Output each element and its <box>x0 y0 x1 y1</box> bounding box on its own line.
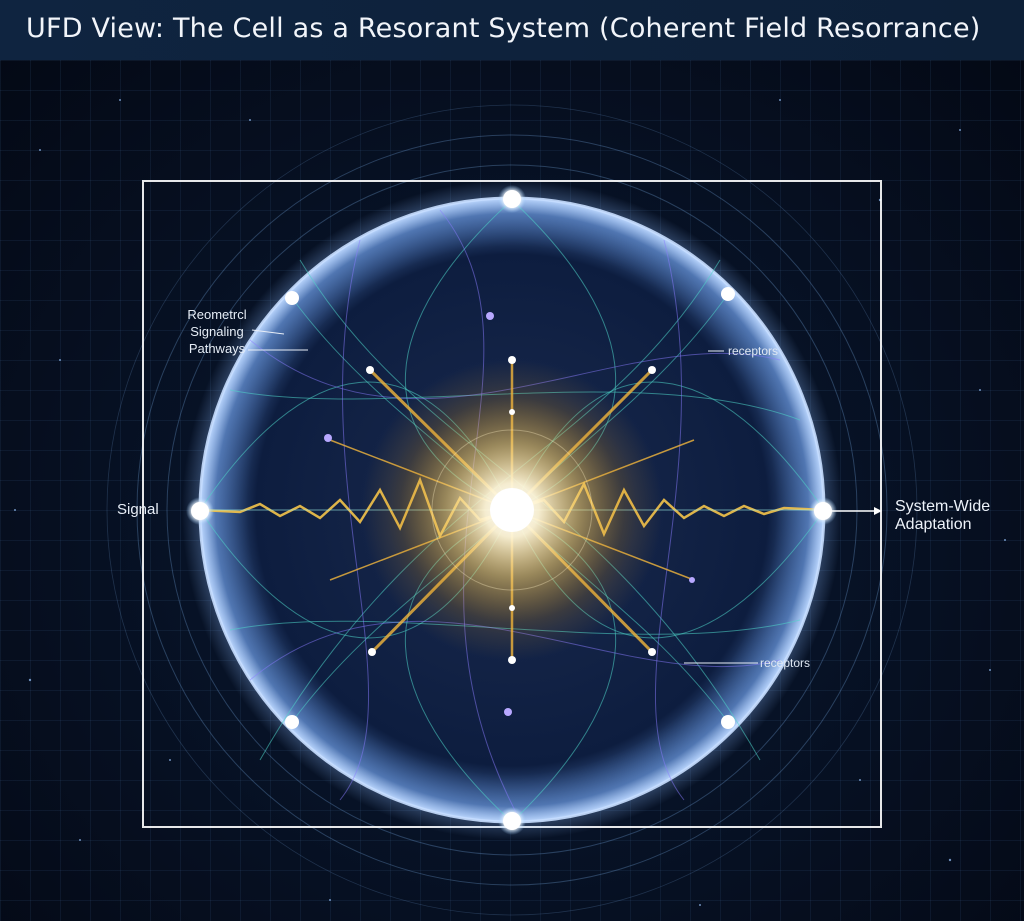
label-line-2: Signaling <box>172 323 262 340</box>
signaling-pathways-label: Reometrcl Signaling Pathways <box>172 306 262 357</box>
core <box>490 488 534 532</box>
page-title: UFD View: The Cell as a Resorant System … <box>26 13 981 44</box>
label-line-3: Pathways <box>172 340 262 357</box>
label-line-1: Reometrcl <box>172 306 262 323</box>
receptors-label-top: receptors <box>728 344 778 358</box>
cell-resonance-diagram <box>0 60 1024 921</box>
label-line-2: Adaptation <box>895 516 990 534</box>
receptors-label-bottom: receptors <box>760 656 810 670</box>
signal-label: Signal <box>117 501 159 518</box>
title-bar: UFD View: The Cell as a Resorant System … <box>0 0 1024 61</box>
label-line-1: System-Wide <box>895 498 990 516</box>
diagram-stage: Reometrcl Signaling Pathways Signal Syst… <box>0 60 1024 921</box>
system-wide-adaptation-label: System-Wide Adaptation <box>895 498 990 534</box>
